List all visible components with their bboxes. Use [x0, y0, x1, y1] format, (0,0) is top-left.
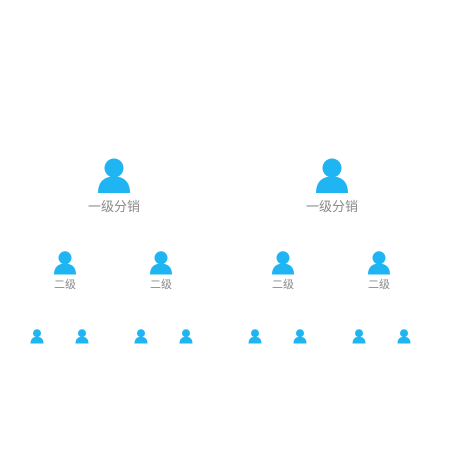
user-icon [54, 251, 76, 275]
user-icon [150, 251, 172, 275]
level-3-node [352, 329, 366, 344]
level-2-label: 二级 [368, 278, 390, 291]
user-icon [316, 158, 348, 193]
user-icon [30, 329, 44, 344]
level-2-node: 二级 [263, 251, 303, 290]
level-3-node [248, 329, 262, 344]
level-1-label: 一级分销 [87, 200, 140, 215]
level-3-node [134, 329, 148, 344]
level-2-label: 二级 [150, 278, 172, 291]
level-3-node [397, 329, 411, 344]
user-icon [352, 329, 366, 344]
level-2-label: 二级 [54, 278, 76, 291]
user-icon [272, 251, 294, 275]
level-3-node [75, 329, 89, 344]
level-3-node [30, 329, 44, 344]
level-2-node: 二级 [359, 251, 399, 290]
user-icon [179, 329, 193, 344]
user-icon [293, 329, 307, 344]
level-2-label: 二级 [272, 278, 294, 291]
user-icon [397, 329, 411, 344]
user-icon [248, 329, 262, 344]
level-1-node: 一级分销 [302, 158, 362, 214]
user-icon [134, 329, 148, 344]
level-1-label: 一级分销 [305, 200, 358, 215]
level-3-node [293, 329, 307, 344]
level-2-node: 二级 [45, 251, 85, 290]
level-2-node: 二级 [141, 251, 181, 290]
user-icon [75, 329, 89, 344]
user-icon [98, 158, 130, 193]
level-3-node [179, 329, 193, 344]
user-icon [368, 251, 390, 275]
level-1-node: 一级分销 [84, 158, 144, 214]
